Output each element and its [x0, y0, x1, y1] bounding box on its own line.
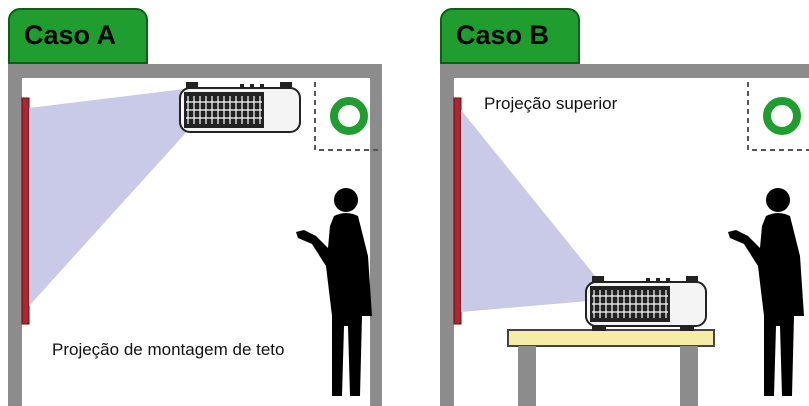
table-top [507, 329, 715, 347]
table-leg-right [680, 346, 698, 406]
panel-b [440, 64, 809, 406]
dashed-region-b [747, 82, 809, 151]
projector-icon [585, 275, 707, 327]
caption-caso-b-text: Projeção superior [484, 94, 618, 113]
beam-b [461, 110, 600, 312]
ok-circle-icon [763, 97, 801, 135]
table-leg-left [518, 346, 536, 406]
tab-caso-a-label: Caso A [24, 20, 117, 50]
person-silhouette-icon [728, 188, 804, 396]
projector-foot-left [592, 326, 606, 331]
screen-a [21, 97, 30, 325]
caption-caso-a-text: Projeção de montagem de teto [52, 340, 285, 359]
beam-a [29, 88, 192, 306]
wall-left-b [440, 64, 454, 406]
panel-a [8, 64, 382, 406]
person-silhouette-icon [296, 188, 372, 396]
tab-caso-b-label: Caso B [456, 20, 550, 50]
tab-caso-a: Caso A [8, 8, 148, 64]
projector-foot-right [680, 326, 694, 331]
ceiling-a [8, 64, 382, 78]
screen-b [453, 97, 462, 325]
tab-caso-b: Caso B [440, 8, 580, 64]
wall-right-a [370, 64, 382, 406]
dashed-region-a [314, 82, 382, 151]
ok-circle-icon [330, 97, 368, 135]
ceiling-b [440, 64, 809, 78]
caption-caso-b: Projeção superior [484, 92, 724, 116]
projector-icon [179, 81, 301, 133]
caption-caso-a: Projeção de montagem de teto [52, 338, 312, 362]
wall-left-a [8, 64, 22, 406]
